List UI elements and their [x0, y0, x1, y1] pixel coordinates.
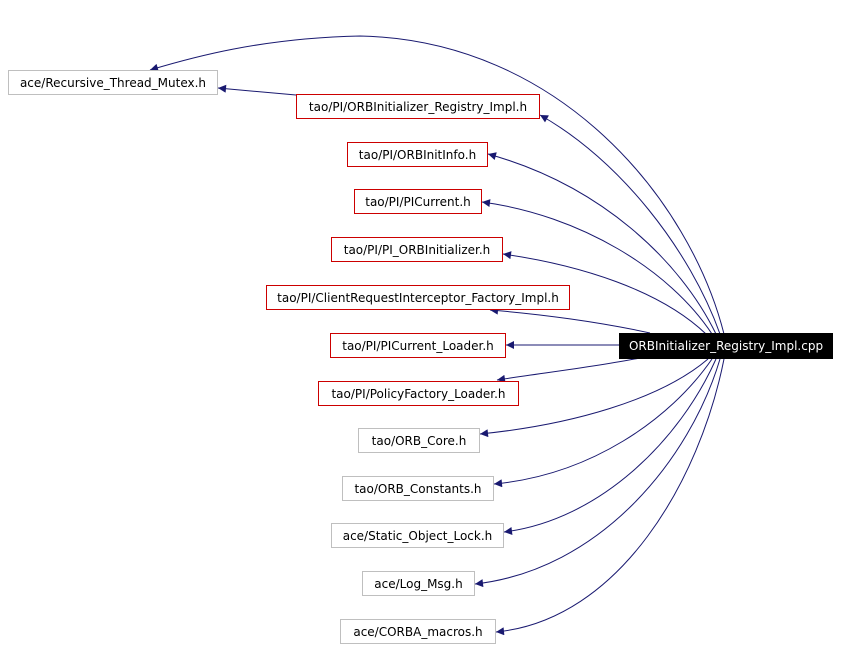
edge-root-to-n2: [487, 152, 717, 335]
node-picurrent-loader-h[interactable]: tao/PI/PICurrent_Loader.h: [330, 333, 506, 358]
edge-root-to-n0: [149, 35, 725, 335]
node-orb-constants-h[interactable]: tao/ORB_Constants.h: [342, 476, 494, 501]
edge-root-to-n4: [502, 251, 707, 335]
edge-root-to-n9: [493, 358, 713, 488]
node-corba-macros-h[interactable]: ace/CORBA_macros.h: [340, 619, 496, 644]
node-recursive-thread-mutex-h[interactable]: ace/Recursive_Thread_Mutex.h: [8, 70, 218, 95]
edge-root-to-n5: [489, 306, 651, 334]
node-orbinitializer-registry-impl-h[interactable]: tao/PI/ORBInitializer_Registry_Impl.h: [296, 94, 540, 119]
node-clientrequestinterceptor-factory-impl-h[interactable]: tao/PI/ClientRequestInterceptor_Factory_…: [266, 285, 570, 310]
edge-root-to-n8: [479, 358, 709, 438]
node-log-msg-h[interactable]: ace/Log_Msg.h: [362, 571, 475, 596]
edge-root-to-n10: [503, 358, 717, 535]
node-pi-orbinitializer-h[interactable]: tao/PI/PI_ORBInitializer.h: [331, 237, 503, 262]
node-orb-core-h[interactable]: tao/ORB_Core.h: [358, 428, 480, 453]
edge-root-to-n11: [474, 358, 721, 588]
node-picurrent-h[interactable]: tao/PI/PICurrent.h: [354, 189, 482, 214]
edge-root-to-n7: [496, 357, 641, 383]
node-root-orbinitializer-registry-impl-cpp[interactable]: ORBInitializer_Registry_Impl.cpp: [619, 333, 833, 359]
edge-n1-to-n0: [217, 84, 297, 96]
edge-root-to-n3: [481, 199, 713, 335]
node-orbinitinfo-h[interactable]: tao/PI/ORBInitInfo.h: [347, 142, 488, 167]
edge-root-to-n12: [495, 358, 725, 636]
node-policyfactory-loader-h[interactable]: tao/PI/PolicyFactory_Loader.h: [318, 381, 519, 406]
edge-root-to-n1: [539, 114, 721, 335]
node-static-object-lock-h[interactable]: ace/Static_Object_Lock.h: [331, 523, 504, 548]
